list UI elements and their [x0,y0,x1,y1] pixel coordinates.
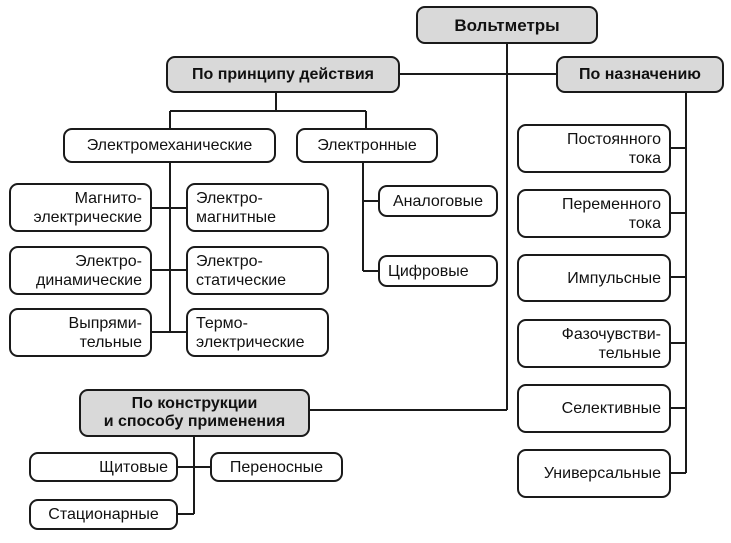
category-purpose: По назначению [556,56,724,93]
node-phase-sensitive: Фазочувстви- тельные [517,319,671,368]
node-pulse: Импульсные [517,254,671,302]
category-principle: По принципу действия [166,56,400,93]
node-electronic: Электронные [296,128,438,163]
node-magnetoelectric: Магнито- электрические [9,183,152,232]
node-dc: Постоянного тока [517,124,671,173]
node-thermoelectric: Термо- электрические [186,308,329,357]
node-rectifier: Выпрями- тельные [9,308,152,357]
node-ac: Переменного тока [517,189,671,238]
node-analog: Аналоговые [378,185,498,217]
node-electromechanical: Электромеханические [63,128,276,163]
node-selective: Селективные [517,384,671,433]
node-digital: Цифровые [378,255,498,287]
node-electromagnetic: Электро- магнитные [186,183,329,232]
node-electrostatic: Электро- статические [186,246,329,295]
node-portable: Переносные [210,452,343,482]
node-electrodynamic: Электро- динамические [9,246,152,295]
category-construction: По конструкции и способу применения [79,389,310,437]
node-stationary: Стационарные [29,499,178,530]
node-panel: Щитовые [29,452,178,482]
node-universal: Универсальные [517,449,671,498]
root-node-voltmeters: Вольтметры [416,6,598,44]
